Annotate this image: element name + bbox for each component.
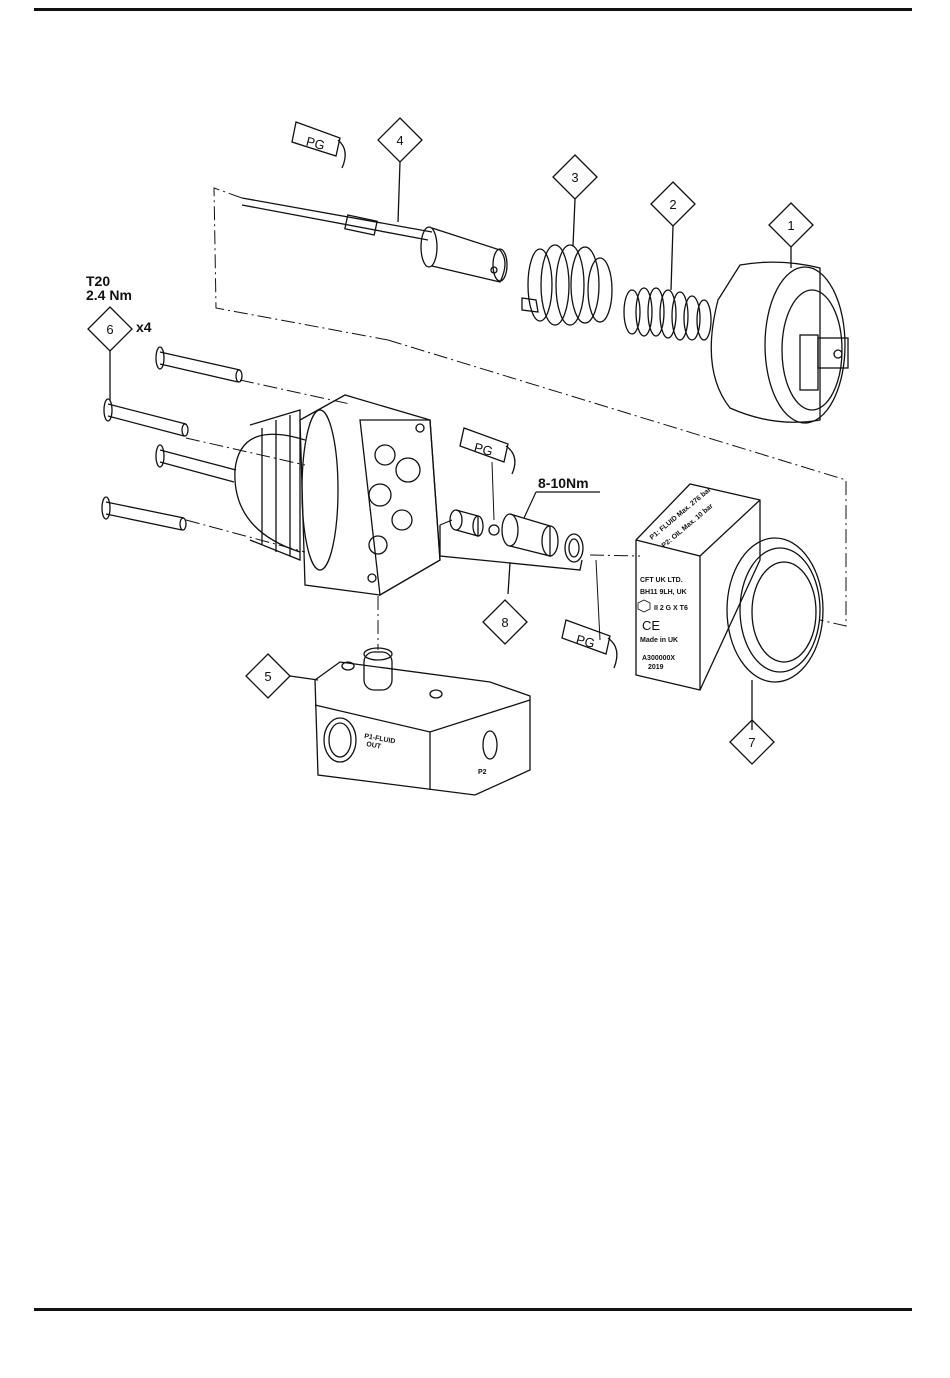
part-4-pin	[242, 198, 507, 282]
part-2-small-spring	[624, 288, 711, 340]
callout-4-number: 4	[396, 133, 403, 148]
part-8-valve-cartridge	[440, 510, 583, 594]
actuator-housing	[235, 395, 440, 595]
callout-1-number: 1	[787, 218, 794, 233]
body-marking-atex: II 2 G X T6	[654, 605, 688, 612]
callout-2-number: 2	[669, 197, 676, 212]
grease-tube-1-label: PG	[305, 134, 327, 153]
atex-hexagon-icon	[638, 600, 650, 612]
screw-quantity-label: x4	[136, 319, 152, 335]
screw-torque-label: 2.4 Nm	[86, 287, 132, 303]
callout-3-number: 3	[571, 170, 578, 185]
block-marking-side: P2	[478, 769, 487, 776]
part-6-screws	[102, 347, 242, 530]
body-marking-line2: BH11 9LH, UK	[640, 589, 687, 596]
callout-5	[246, 654, 318, 698]
body-marking-serial: A300000X	[642, 655, 675, 662]
callout-5-number: 5	[264, 669, 271, 684]
callout-6	[88, 307, 132, 400]
block-marking-line2: OUT	[366, 741, 382, 751]
callout-3	[553, 155, 597, 246]
callout-1	[769, 203, 813, 268]
part-5-fluid-block	[315, 648, 530, 795]
part-1-end-cap	[711, 262, 848, 423]
part-3-large-spring	[522, 245, 612, 325]
screw-1	[156, 347, 242, 382]
assembly-guide-lines	[186, 188, 846, 650]
body-marking-ce: CE	[642, 618, 660, 633]
callout-6-number: 6	[106, 322, 113, 337]
valve-torque-label: 8-10Nm	[538, 475, 589, 491]
callout-7-number: 7	[748, 735, 755, 750]
body-marking-year: 2019	[648, 664, 664, 671]
screw-4	[102, 497, 186, 530]
body-marking-origin: Made in UK	[640, 637, 678, 644]
callout-8-number: 8	[501, 615, 508, 630]
grease-tube-3-label: PG	[575, 632, 597, 651]
screw-3	[156, 445, 236, 482]
grease-tube-2-label: PG	[473, 440, 495, 459]
screw-2	[104, 399, 188, 436]
body-marking-line1: CFT UK LTD.	[640, 577, 683, 584]
